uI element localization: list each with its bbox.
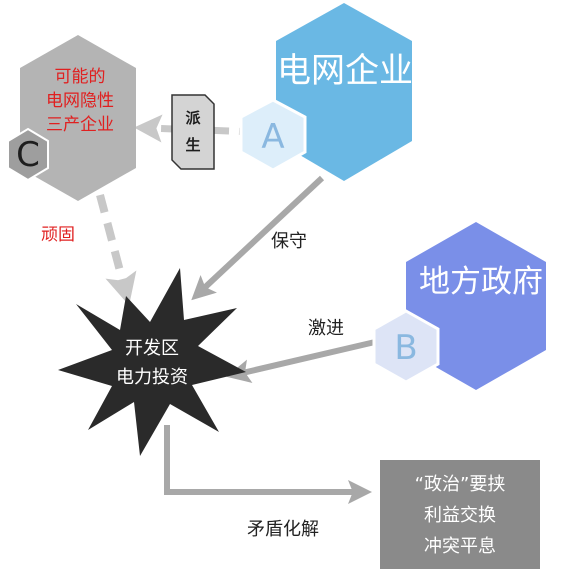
outcome-box-bg: [380, 460, 540, 569]
starburst-dev-zone: [58, 268, 246, 456]
node-dev-zone: 开发区 电力投资: [58, 268, 246, 456]
edge-resolve-arrow: [164, 425, 372, 504]
hidden-industry-line-1: 可能的: [55, 67, 106, 87]
hidden-industry-line-2: 电网隐性: [46, 91, 114, 111]
edge-radical-label: 激进: [308, 318, 344, 339]
dev-zone-line-2: 电力投资: [116, 367, 188, 388]
badge-hex-c: [7, 127, 49, 182]
edge-resolve-label: 矛盾化解: [247, 519, 319, 540]
node-outcome-box: “政治”要挟 利益交换 冲突平息: [380, 460, 540, 569]
outcome-line-2: 利益交换: [424, 505, 496, 526]
edge-conservative-label: 保守: [271, 231, 307, 252]
outcome-line-3: 冲突平息: [424, 536, 496, 557]
edge-stubborn-arrow: [96, 193, 137, 306]
local-gov-label: 地方政府: [419, 264, 543, 300]
badge-hex-a: [239, 98, 307, 172]
dev-zone-line-1: 开发区: [125, 338, 179, 359]
node-grid-company: 电网企业 A: [239, 3, 413, 181]
edge-conservative-arrow: [191, 175, 325, 301]
node-local-gov: 地方政府 B: [372, 222, 546, 390]
derive-label-bottom: 生: [185, 136, 200, 154]
derive-tag-shape: [171, 94, 215, 170]
badge-hex-b: [372, 309, 440, 384]
hex-local-gov: [406, 222, 546, 390]
badge-letter-b: B: [394, 328, 417, 368]
grid-company-label: 电网企业: [277, 51, 413, 91]
outcome-line-1: “政治”要挟: [415, 474, 506, 495]
edge-derive-label: 派 生: [171, 94, 215, 170]
badge-letter-c: C: [16, 135, 40, 175]
node-hidden-industry: 可能的 电网隐性 三产企业 C: [7, 35, 136, 201]
hex-grid-company: [276, 3, 412, 181]
edge-stubborn-label: 顽固: [41, 225, 75, 245]
hidden-industry-line-3: 三产企业: [46, 115, 114, 135]
edge-radical-arrow: [226, 339, 376, 383]
derive-label-top: 派: [185, 109, 201, 127]
badge-letter-a: A: [261, 117, 284, 157]
